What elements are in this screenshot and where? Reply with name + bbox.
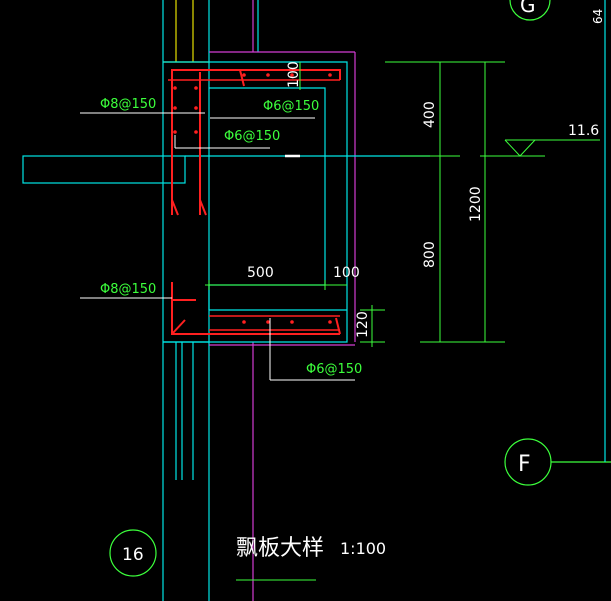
leader-lines — [80, 112, 355, 381]
grid-bubbles — [109, 0, 611, 577]
dim-width-inner: 500 — [247, 265, 274, 281]
grid-label-f: F — [518, 452, 531, 477]
dim-upper-height: 400 — [422, 101, 438, 128]
drawing-title: 飘板大样 — [236, 536, 324, 561]
dimension-lines — [205, 61, 505, 581]
rebar-label-bottom-left: Φ8@150 — [100, 282, 156, 297]
rebar-dots — [173, 73, 332, 324]
elevation-marker — [480, 139, 600, 157]
wall-lines — [162, 0, 356, 601]
drawing-scale: 1:100 — [340, 539, 386, 558]
elevation-value: 11.6 — [568, 123, 599, 139]
dim-slab-thickness: 120 — [355, 311, 371, 338]
dim-lower-height: 800 — [422, 241, 438, 268]
grid-label-g: G — [520, 0, 536, 17]
rebar-label-bottom-right: Φ6@150 — [306, 362, 362, 377]
canopy-outline — [22, 61, 430, 343]
dim-total-height: 1200 — [468, 186, 484, 222]
rebar-label-top-right-upper: Φ6@150 — [263, 99, 319, 114]
rebar-label-top-mid: Φ6@150 — [224, 129, 280, 144]
grid-bubble-16 — [109, 529, 157, 577]
dim-top-cover: 100 — [286, 61, 302, 88]
dim-width-outer: 100 — [333, 265, 360, 281]
rebar-label-top-left: Φ8@150 — [100, 97, 156, 112]
grid-label-top-edge: 64 — [591, 9, 605, 24]
grid-bubble-g — [509, 0, 551, 21]
rebar — [168, 69, 341, 335]
grid-label-16: 16 — [122, 545, 144, 565]
